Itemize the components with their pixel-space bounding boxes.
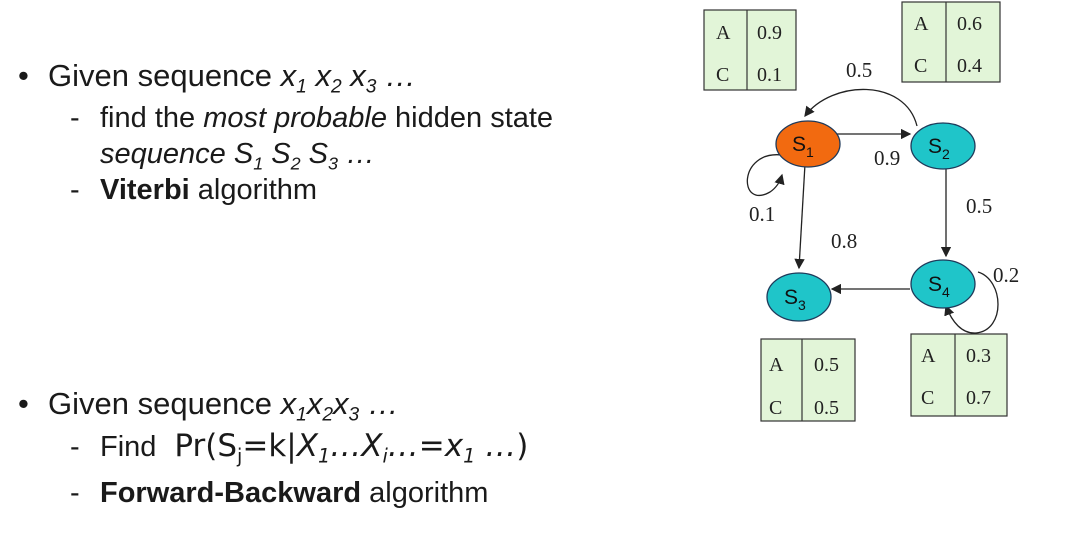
arrow-s2-s1 — [804, 88, 918, 127]
emission-table-s2: A C 0.6 0.4 — [901, 1, 1001, 83]
label-s2-s1: 0.5 — [846, 58, 872, 82]
svg-text:A: A — [921, 345, 936, 367]
label-s1-s3: 0.8 — [831, 229, 857, 253]
svg-text:C: C — [769, 397, 782, 419]
emission-s2-c: 0.4 — [957, 55, 982, 77]
emission-s1-a: 0.9 — [757, 22, 782, 44]
bullet-forward-backward: • Given sequence x1x2x3 … -Find Pr(Sj=k|X… — [18, 384, 528, 511]
svg-text:C: C — [716, 64, 729, 86]
bullet-dot: • — [18, 58, 29, 93]
emission-s4-c: 0.7 — [966, 387, 991, 409]
sequence-x: x1x2x3 … — [280, 386, 399, 426]
sub-forward-backward: -Forward-Backward algorithm — [70, 477, 489, 509]
label-s2-s4: 0.5 — [966, 194, 992, 218]
sub-sequence: sequence S1 S2 S3 … — [100, 138, 376, 174]
emission-s1-c: 0.1 — [757, 64, 782, 86]
emission-s2-a: 0.6 — [957, 13, 982, 35]
svg-text:C: C — [921, 387, 934, 409]
bullet-line-2: • Given sequence x1x2x3 … — [18, 384, 528, 426]
probability-formula: Pr(Sj=k|X1…Xi…=x1 …) — [164, 428, 529, 468]
state-s2: S2 — [910, 122, 976, 170]
emission-table-s1: A C 0.9 0.1 — [703, 9, 797, 91]
label-s4-s4: 0.2 — [993, 263, 1019, 287]
arrow-s1-s3 — [794, 163, 806, 270]
arrow-s4-self — [944, 271, 999, 334]
arrow-s1-self — [746, 154, 785, 196]
svg-text:A: A — [769, 354, 784, 376]
state-s4: S4 — [910, 259, 976, 309]
bullet-viterbi: • Given sequence x1 x2 x3 … -find the mos… — [18, 56, 553, 208]
state-s3: S3 — [766, 272, 832, 322]
svg-text:C: C — [914, 55, 927, 77]
bullet-text: Given sequence — [48, 386, 273, 421]
state-s1: S1 — [775, 120, 841, 168]
svg-text:A: A — [914, 13, 929, 35]
sub-viterbi: -Viterbi algorithm — [70, 174, 318, 206]
sub-find-pr: -Find Pr(Sj=k|X1…Xi…=x1 …) — [70, 428, 529, 468]
sub-find-probable: -find the most probable hidden state — [70, 102, 554, 134]
svg-text:S1: S1 — [792, 133, 814, 160]
emission-table-s3: A C 0.5 0.5 — [760, 338, 856, 422]
label-s1-s2: 0.9 — [874, 146, 900, 170]
svg-text:S2: S2 — [928, 135, 950, 162]
emission-s4-a: 0.3 — [966, 345, 991, 367]
emission-s3-a: 0.5 — [814, 354, 839, 376]
emission-table-s4: A C 0.3 0.7 — [910, 333, 1008, 417]
svg-text:S3: S3 — [784, 286, 806, 313]
bullet-text: Given sequence — [48, 58, 273, 93]
label-s1-s1: 0.1 — [749, 202, 775, 226]
svg-text:S4: S4 — [928, 273, 950, 300]
bullet-line-1: • Given sequence x1 x2 x3 … — [18, 56, 553, 98]
sequence-x: x1 x2 x3 … — [280, 58, 417, 98]
svg-text:A: A — [716, 22, 731, 44]
bullet-dot: • — [18, 386, 29, 421]
emission-s3-c: 0.5 — [814, 397, 839, 419]
